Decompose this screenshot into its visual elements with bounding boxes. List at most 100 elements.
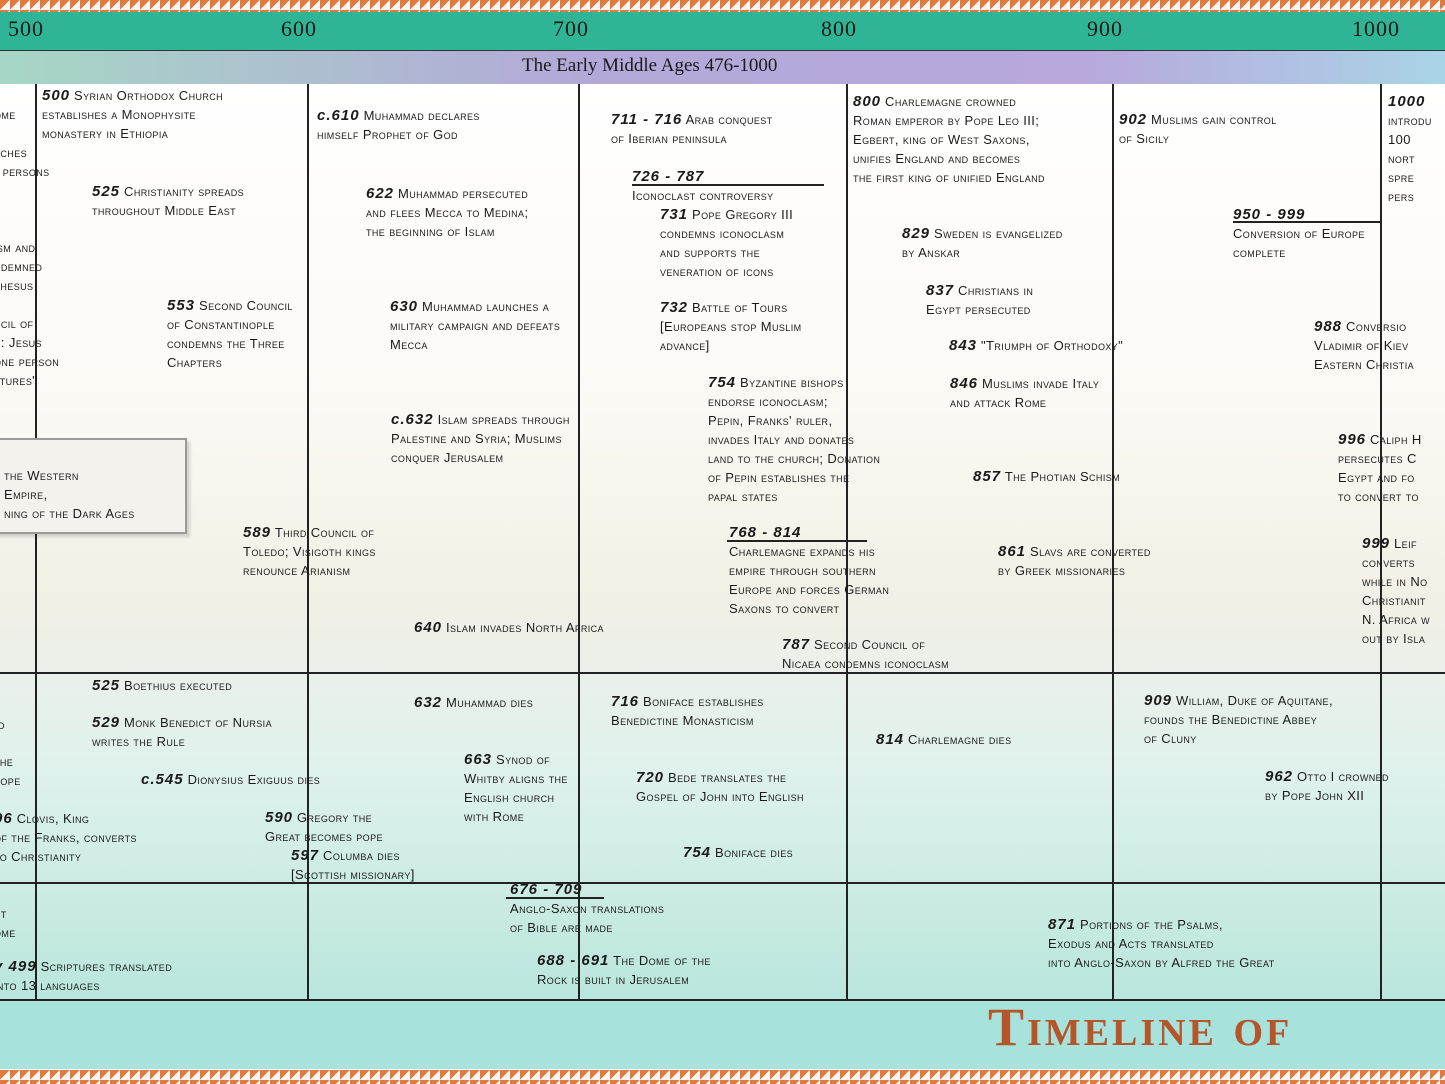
event-date: 676 - 709	[510, 881, 583, 898]
timeline-event: 871 Portions of the Psalms, Exodus and A…	[1048, 915, 1275, 972]
event-text: Conversion of Europe complete	[1233, 226, 1365, 260]
event-date: 843	[949, 337, 978, 354]
event-date: c.545	[141, 771, 184, 788]
event-text: Caliph H persecutes C Egypt and fo to co…	[1338, 432, 1422, 504]
event-date: 950 - 999	[1233, 206, 1306, 223]
event-date: 754	[708, 374, 737, 391]
event-date: 829	[902, 225, 931, 242]
timeline-event: 754 Byzantine bishops endorse iconoclasm…	[708, 373, 880, 506]
timeline-event: 857 The Photian Schism	[973, 467, 1120, 486]
event-date: 525	[92, 183, 121, 200]
year-bar	[0, 12, 1445, 50]
event-text: The Dome of the Rock is built in Jerusal…	[537, 953, 711, 987]
event-text: Monk Benedict of Nursia writes the Rule	[92, 715, 272, 749]
timeline-event: d	[0, 715, 5, 734]
timeline-event: 676 - 709 Anglo-Saxon translations of Bi…	[510, 880, 664, 937]
event-text: ism and ndemned phesus	[0, 240, 43, 293]
event-text: Islam invades North Africa	[446, 620, 604, 635]
timeline-event: 589 Third Council of Toledo; Visigoth ki…	[243, 523, 376, 580]
event-text: Bede translates the Gospel of John into …	[636, 770, 804, 804]
event-text: introdu 100 nort spre pers	[1388, 113, 1432, 204]
year-label: 700	[553, 16, 589, 41]
timeline-event: 663 Synod of Whitby aligns the English c…	[464, 750, 568, 826]
century-line-700	[578, 84, 580, 1001]
event-text: The Photian Schism	[1004, 469, 1121, 484]
event-text: nt ome	[0, 906, 16, 940]
event-text: Slavs are converted by Greek missionarie…	[998, 544, 1151, 578]
event-text: Conversio Vladimir of Kiev Eastern Chris…	[1314, 319, 1415, 372]
bottom-border	[0, 1070, 1445, 1084]
timeline-event: 525 Boethius executed	[92, 676, 232, 695]
event-date: 529	[92, 714, 121, 731]
event-text: Charlemagne dies	[908, 732, 1012, 747]
event-text: Muslims invade Italy and attack Rome	[950, 376, 1100, 410]
event-date: 726 - 787	[632, 168, 705, 185]
event-text: Anglo-Saxon translations of Bible are ma…	[510, 901, 665, 935]
event-text: Second Council of Constantinople condemn…	[167, 298, 293, 370]
event-text: Second Council of Nicaea condemns iconoc…	[782, 637, 950, 671]
event-date: 711 - 716	[611, 111, 683, 128]
event-text: Portions of the Psalms, Exodus and Acts …	[1048, 917, 1275, 970]
event-date: 857	[973, 468, 1002, 485]
event-text: Scriptures translated into 13 languages	[0, 959, 173, 993]
event-date: 525	[92, 677, 121, 694]
event-date: 909	[1144, 692, 1173, 709]
event-date: 663	[464, 751, 493, 768]
event-date: 768 - 814	[729, 524, 802, 541]
event-text: ome aches ) persons	[0, 107, 50, 179]
timeline-event: 837 Christians in Egypt persecuted	[926, 281, 1033, 319]
century-line-800	[846, 84, 848, 1001]
event-text: Muhammad declares himself Prophet of God	[317, 108, 480, 142]
timeline-event: 1000 introdu 100 nort spre pers	[1388, 92, 1445, 206]
event-text: Islam spreads through Palestine and Syri…	[391, 412, 570, 465]
timeline-event: the pope	[0, 752, 21, 790]
year-label: 600	[281, 16, 317, 41]
date-range-underline	[506, 897, 604, 899]
timeline-event: 732 Battle of Tours [Europeans stop Musl…	[660, 298, 802, 355]
timeline-event: c.545 Dionysius Exiguus dies	[141, 770, 320, 789]
timeline-event: 996 Caliph H persecutes C Egypt and fo t…	[1338, 430, 1422, 506]
timeline-event: 950 - 999 Conversion of Europe complete	[1233, 205, 1365, 262]
timeline-event: ome aches ) persons	[0, 105, 50, 181]
timeline-event: 500 Syrian Orthodox Church establishes a…	[42, 86, 223, 143]
timeline-event: 829 Sweden is evangelized by Anskar	[902, 224, 1063, 262]
event-text: ncil of n: Jesus one person atures"	[0, 316, 60, 388]
timeline-event: 999 Leif converts while in No Christiani…	[1362, 534, 1430, 648]
event-text: Battle of Tours [Europeans stop Muslim a…	[660, 300, 802, 353]
timeline-event: 861 Slavs are converted by Greek mission…	[998, 542, 1151, 580]
timeline-event: 814 Charlemagne dies	[876, 730, 1011, 749]
timeline-event: 768 - 814 Charlemagne expands his empire…	[729, 523, 889, 618]
date-range-underline	[727, 540, 867, 542]
event-date: 630	[390, 298, 419, 315]
event-text: Synod of Whitby aligns the English churc…	[464, 752, 568, 824]
timeline-event: 529 Monk Benedict of Nursia writes the R…	[92, 713, 272, 751]
event-date: 590	[265, 809, 294, 826]
event-text: Muhammad persecuted and flees Mecca to M…	[366, 186, 529, 239]
timeline-event: 590 Gregory the Great becomes pope	[265, 808, 383, 846]
event-text: William, Duke of Aquitane, founds the Be…	[1144, 693, 1333, 746]
timeline-event: 716 Boniface establishes Benedictine Mon…	[611, 692, 764, 730]
event-date: 632	[414, 694, 443, 711]
event-date: 622	[366, 185, 395, 202]
callout-text: the Western Empire, ning of the Dark Age…	[4, 468, 135, 521]
year-label: 800	[821, 16, 857, 41]
timeline-event: 754 Boniface dies	[683, 843, 793, 862]
date-range-underline	[632, 184, 824, 186]
event-date: 716	[611, 693, 640, 710]
event-text: Muhammad launches a military campaign an…	[390, 299, 561, 352]
section-divider-3	[0, 999, 1445, 1001]
section-divider-2	[0, 882, 1445, 884]
event-text: Arab conquest of Iberian peninsula	[611, 112, 773, 146]
timeline-event: y 499 Scriptures translated into 13 lang…	[0, 957, 172, 995]
event-text: d	[0, 717, 5, 732]
timeline-event: 787 Second Council of Nicaea condemns ic…	[782, 635, 949, 673]
event-text: Charlemagne crowned Roman emperor by Pop…	[853, 94, 1045, 185]
timeline-event: c.610 Muhammad declares himself Prophet …	[317, 106, 480, 144]
event-date: 800	[853, 93, 882, 110]
timeline-event: 688 - 691 The Dome of the Rock is built …	[537, 951, 711, 989]
event-text: Gregory the Great becomes pope	[265, 810, 383, 844]
poster-title: Timeline of	[988, 997, 1293, 1057]
century-line-1000	[1380, 84, 1382, 1001]
section-divider-1	[0, 672, 1445, 674]
timeline-event: 630 Muhammad launches a military campaig…	[390, 297, 560, 354]
